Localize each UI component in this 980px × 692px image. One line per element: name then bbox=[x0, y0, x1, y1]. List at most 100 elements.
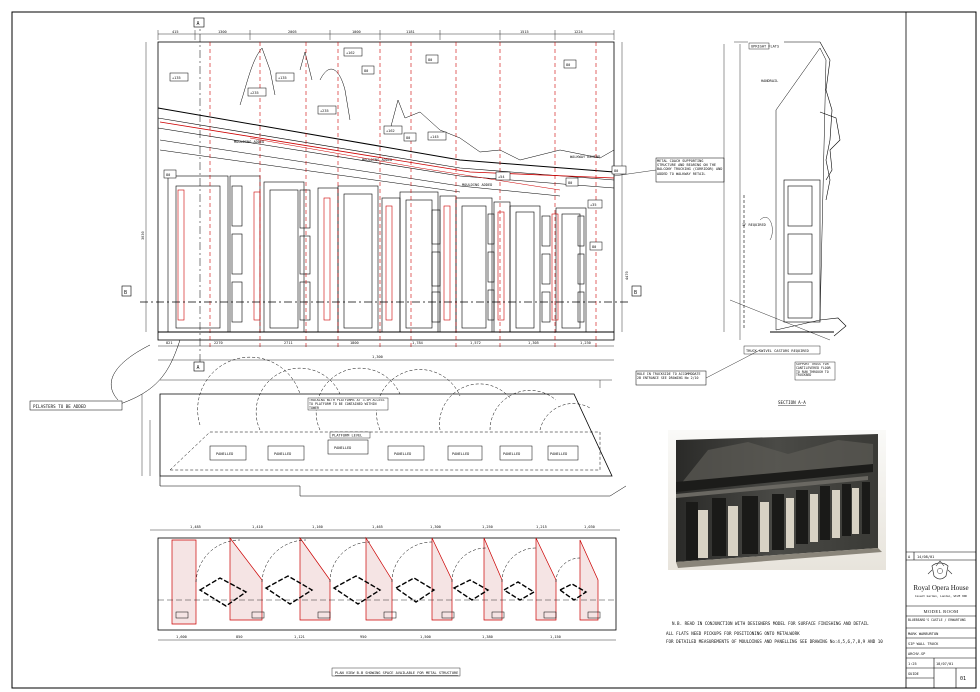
level-marker-b-left: B bbox=[121, 285, 132, 297]
svg-text:PANELLED: PANELLED bbox=[550, 452, 567, 456]
svg-text:80: 80 bbox=[592, 245, 596, 249]
svg-text:950: 950 bbox=[360, 635, 367, 639]
svg-text:1,215: 1,215 bbox=[536, 525, 547, 529]
svg-text:+145: +145 bbox=[430, 135, 439, 139]
svg-text:3030: 3030 bbox=[141, 231, 145, 240]
svg-text:2711: 2711 bbox=[284, 341, 293, 345]
svg-text:80: 80 bbox=[428, 58, 432, 62]
svg-text:1,784: 1,784 bbox=[412, 341, 423, 345]
svg-text:1800: 1800 bbox=[350, 341, 359, 345]
svg-text:850: 850 bbox=[236, 635, 243, 639]
svg-text:Covent Garden, London, WC2E 9D: Covent Garden, London, WC2E 9DD bbox=[915, 594, 968, 598]
svg-text:1,305: 1,305 bbox=[528, 341, 539, 345]
svg-text:+35: +35 bbox=[590, 203, 597, 207]
svg-text:GUIDE: GUIDE bbox=[908, 672, 919, 676]
svg-text:80: 80 bbox=[166, 173, 170, 177]
section-marker-a-top: A bbox=[193, 17, 205, 28]
svg-text:WALKWAY BEHIND: WALKWAY BEHIND bbox=[570, 155, 600, 159]
svg-text:+135: +135 bbox=[172, 76, 181, 80]
svg-text:80: 80 bbox=[568, 181, 572, 185]
svg-text:1,300: 1,300 bbox=[430, 525, 441, 529]
metal-coach-note: METAL COACH SUPPORTING STRUCTURE AND BEA… bbox=[613, 157, 725, 183]
section-labels: UPRIGHT FLATS HANDRAIL IF REQUIRED TRUCK… bbox=[742, 42, 836, 405]
svg-text:+54: +54 bbox=[498, 175, 505, 179]
svg-text:1515: 1515 bbox=[520, 30, 529, 34]
elevation-top-dimensions: 415 1300 2005 1000 1181 1515 1224 bbox=[172, 30, 583, 34]
svg-text:MOULDING ADDED: MOULDING ADDED bbox=[234, 140, 264, 144]
svg-text:HANDRAIL: HANDRAIL bbox=[761, 79, 778, 83]
svg-text:2005: 2005 bbox=[288, 30, 297, 34]
svg-text:80: 80 bbox=[406, 136, 410, 140]
svg-text:A: A bbox=[197, 365, 200, 371]
svg-text:PLATFORM LEVEL: PLATFORM LEVEL bbox=[332, 434, 362, 438]
svg-text:PILASTERS TO BE ADDED: PILASTERS TO BE ADDED bbox=[33, 404, 86, 409]
svg-text:N.B. READ IN CONJUNCTION WITH: N.B. READ IN CONJUNCTION WITH DESIGNERS … bbox=[672, 621, 869, 626]
svg-text:TRUCK SWIVEL CASTORS REQUIRED: TRUCK SWIVEL CASTORS REQUIRED bbox=[746, 349, 809, 353]
title-block-text: A 14/08/01 Royal Opera House Covent Gard… bbox=[908, 555, 969, 682]
nb-notes: N.B. READ IN CONJUNCTION WITH DESIGNERS … bbox=[666, 621, 883, 644]
pilasters-note: PILASTERS TO BE ADDED bbox=[29, 400, 123, 411]
svg-text:80: 80 bbox=[614, 169, 618, 173]
svg-text:+135: +135 bbox=[278, 76, 287, 80]
section-marker-a-bottom: A bbox=[193, 361, 205, 372]
svg-text:PLAN VIEW B-B SHOWING SPACE AV: PLAN VIEW B-B SHOWING SPACE AVAILABLE FO… bbox=[335, 671, 458, 675]
svg-text:1,600: 1,600 bbox=[176, 635, 187, 639]
svg-text:1000: 1000 bbox=[352, 30, 361, 34]
title-block bbox=[906, 551, 976, 688]
plan-view-dimensions: 1,485 1,410 1,160 1,465 1,300 1,250 1,21… bbox=[176, 525, 595, 639]
svg-text:PANELLED: PANELLED bbox=[216, 452, 233, 456]
front-elevation bbox=[111, 18, 630, 405]
svg-text:4470: 4470 bbox=[625, 271, 629, 280]
svg-text:821: 821 bbox=[166, 341, 173, 345]
elevation-side-dimensions: 3030 4470 bbox=[141, 231, 629, 280]
svg-text:01: 01 bbox=[960, 676, 966, 682]
truck-plan bbox=[141, 356, 627, 497]
svg-text:1:25: 1:25 bbox=[908, 662, 917, 666]
svg-text:B: B bbox=[124, 290, 127, 296]
hole-note: HOLE IN TRUCKSIDE TO ACCOMMODATE 2B ENTR… bbox=[635, 349, 761, 386]
svg-text:PANELLED: PANELLED bbox=[394, 452, 411, 456]
sheet-border bbox=[11, 11, 977, 689]
svg-text:BLUEBEARD'S CASTLE / ERWARTUNG: BLUEBEARD'S CASTLE / ERWARTUNG bbox=[908, 618, 966, 622]
truck-plan-labels: TRUCKING WITH PLATFORMS AT 3.5M ACCESS T… bbox=[216, 397, 567, 456]
svg-text:PANELLED: PANELLED bbox=[274, 452, 291, 456]
svg-text:1,230: 1,230 bbox=[580, 341, 591, 345]
moulding-labels: MOULDING ADDED MOULDING ADDED MOULDING A… bbox=[234, 140, 600, 187]
svg-text:A: A bbox=[197, 21, 200, 27]
svg-text:+235: +235 bbox=[250, 91, 259, 95]
svg-text:1,410: 1,410 bbox=[252, 525, 263, 529]
svg-text:MODEL ROOM: MODEL ROOM bbox=[923, 609, 958, 614]
level-marker-b-right: B bbox=[631, 285, 642, 297]
svg-text:1,300: 1,300 bbox=[372, 355, 383, 359]
svg-text:+162: +162 bbox=[346, 51, 355, 55]
company-name: Royal Opera House bbox=[913, 584, 968, 592]
svg-text:1,121: 1,121 bbox=[294, 635, 305, 639]
svg-text:1300: 1300 bbox=[218, 30, 227, 34]
svg-text:UPRIGHT FLATS: UPRIGHT FLATS bbox=[751, 45, 779, 49]
svg-text:1,160: 1,160 bbox=[312, 525, 323, 529]
svg-text:18/07/01: 18/07/01 bbox=[936, 662, 953, 666]
svg-text:MARK WARBURTON: MARK WARBURTON bbox=[908, 632, 938, 636]
elevation-bottom-dimensions: 821 2270 2711 1800 1,784 1,572 1,305 1,2… bbox=[166, 341, 591, 359]
svg-text:ARCHV-SP: ARCHV-SP bbox=[908, 652, 925, 656]
model-photograph bbox=[668, 430, 886, 570]
svg-text:MOULDING ADDED: MOULDING ADDED bbox=[462, 183, 492, 187]
svg-text:+235: +235 bbox=[320, 109, 329, 113]
svg-text:1,500: 1,500 bbox=[420, 635, 431, 639]
svg-text:1,150: 1,150 bbox=[550, 635, 561, 639]
svg-text:1,030: 1,030 bbox=[584, 525, 595, 529]
svg-text:SIP WALL TRUCK: SIP WALL TRUCK bbox=[908, 642, 939, 646]
svg-text:FOR DETAILED MEASUREMENTS OF M: FOR DETAILED MEASUREMENTS OF MOULDINGS A… bbox=[666, 639, 883, 644]
svg-text:1,572: 1,572 bbox=[470, 341, 481, 345]
svg-text:1224: 1224 bbox=[574, 30, 583, 34]
svg-text:80: 80 bbox=[364, 69, 368, 73]
svg-text:SECTION A-A: SECTION A-A bbox=[778, 400, 806, 405]
svg-text:PANELLED: PANELLED bbox=[334, 446, 351, 450]
svg-text:1181: 1181 bbox=[406, 30, 415, 34]
plan-view-b-b bbox=[150, 529, 620, 641]
svg-text:1,485: 1,485 bbox=[190, 525, 201, 529]
svg-text:415: 415 bbox=[172, 30, 179, 34]
svg-text:PANELLED: PANELLED bbox=[452, 452, 469, 456]
height-tags: +135 +235 +135 +162 +235 80 80 +162 +145… bbox=[163, 47, 627, 251]
